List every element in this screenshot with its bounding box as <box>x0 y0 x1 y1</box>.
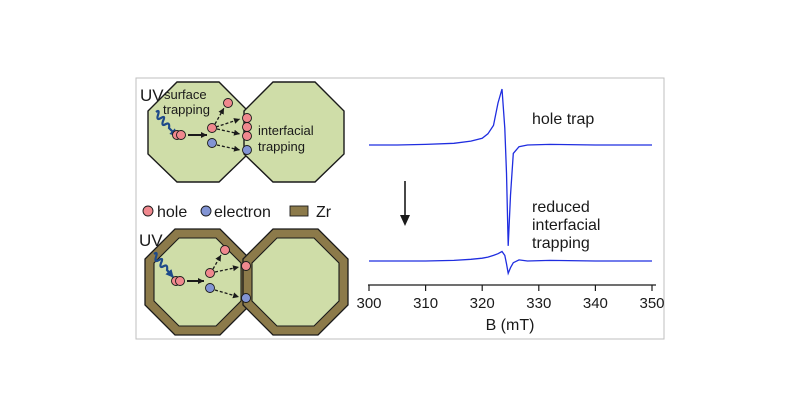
x-tick-label: 350 <box>639 295 664 312</box>
hole-dot <box>205 268 215 278</box>
trapping-arrows <box>212 254 240 299</box>
electron-dot <box>207 138 217 148</box>
top-panel: UV surface trapping interfacial trapping <box>140 81 345 183</box>
x-ticks: 300 310 320 330 340 350 <box>356 285 665 312</box>
legend-hole-icon <box>142 205 154 217</box>
x-tick-label: 330 <box>526 295 551 312</box>
reduced-label-line3: trapping <box>532 235 590 252</box>
bottom-panel: UV <box>139 228 349 336</box>
hole-dot <box>207 123 217 133</box>
right-grain-core <box>251 237 340 327</box>
x-tick-label: 310 <box>413 295 438 312</box>
interfacial-trapping-label: interfacial <box>258 123 314 138</box>
hole-trap-label: hole trap <box>532 111 594 128</box>
legend-electron-label: electron <box>214 204 271 221</box>
electron-dot <box>175 276 185 286</box>
interface-hole-dot <box>241 261 251 271</box>
interface-electron-dot <box>241 293 251 303</box>
legend-zr-label: Zr <box>316 204 332 221</box>
legend: hole electron Zr <box>142 204 332 221</box>
interfacial-trapping-label-line2: trapping <box>258 139 305 154</box>
x-tick-label: 320 <box>470 295 495 312</box>
change-arrow <box>400 181 410 226</box>
uv-arrow <box>155 109 178 137</box>
interface-hole-dot <box>242 131 252 141</box>
surface-trapping-label: surface <box>164 87 207 102</box>
reduced-label-line2: interfacial <box>532 217 600 234</box>
x-tick-label: 300 <box>356 295 381 312</box>
uv-arrow <box>153 251 174 278</box>
epr-chart: 300 310 320 330 340 350 B (mT) hole trap redu… <box>356 88 665 334</box>
x-tick-label: 340 <box>583 295 608 312</box>
trapping-arrows <box>214 107 241 152</box>
interface-electron-dot <box>242 145 252 155</box>
reduced-label-line1: reduced <box>532 199 590 216</box>
electron-dot <box>205 283 215 293</box>
legend-hole-label: hole <box>157 204 187 221</box>
reduced-trapping-spectrum <box>369 250 652 276</box>
electron-dot <box>176 130 186 140</box>
left-grain <box>147 81 249 183</box>
uv-label: UV <box>139 231 163 250</box>
legend-zr-swatch <box>289 205 309 217</box>
surface-trapping-label-line2: trapping <box>163 102 210 117</box>
legend-electron-icon <box>200 205 212 217</box>
x-axis-label: B (mT) <box>486 317 535 334</box>
hole-trap-spectrum <box>369 88 652 246</box>
interface-hole-dot <box>242 122 252 132</box>
uv-label: UV <box>140 86 164 105</box>
interface-hole-dot <box>242 113 252 123</box>
surface-hole-dot <box>223 98 233 108</box>
surface-hole-dot <box>220 245 230 255</box>
